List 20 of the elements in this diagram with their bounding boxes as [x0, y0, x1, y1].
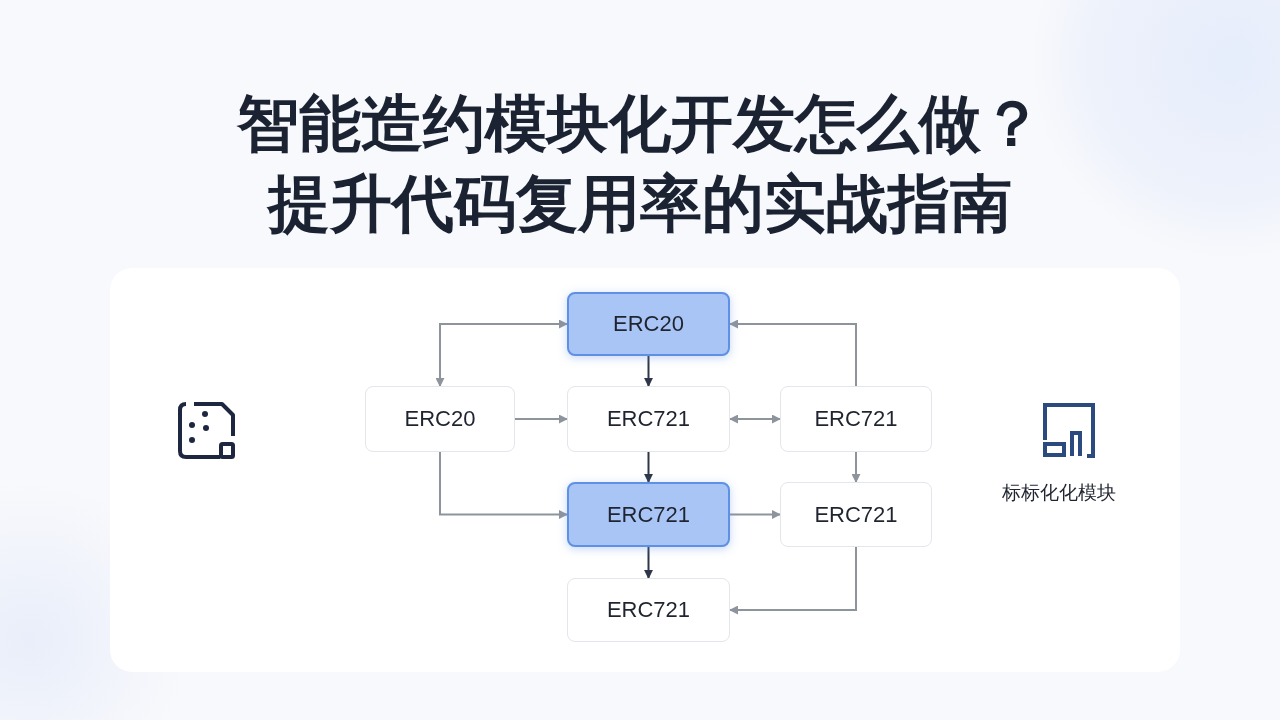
module-box: ERC20 [365, 386, 515, 452]
arrow [729, 319, 857, 387]
arrow [729, 414, 781, 424]
highlighted-module-box: ERC721 [567, 482, 730, 547]
arrow [644, 451, 653, 483]
arrow [851, 451, 861, 483]
arrow [514, 414, 568, 424]
arrow [729, 546, 857, 615]
arrow [729, 510, 781, 519]
title: 智能造约模块化开发怎么做？提升代码复用率的实战指南 [236, 86, 1044, 242]
module-box: ERC721 [567, 578, 730, 642]
module-box: ERC721 [780, 482, 932, 547]
arrow [644, 355, 653, 387]
arrow [439, 451, 568, 519]
arrow [435, 319, 568, 387]
module-box: ERC721 [567, 386, 730, 452]
arrow [644, 546, 653, 579]
module-label: 标标化化模块 [1002, 480, 1116, 505]
module-box: ERC721 [780, 386, 932, 452]
highlighted-module-box: ERC20 [567, 292, 730, 356]
